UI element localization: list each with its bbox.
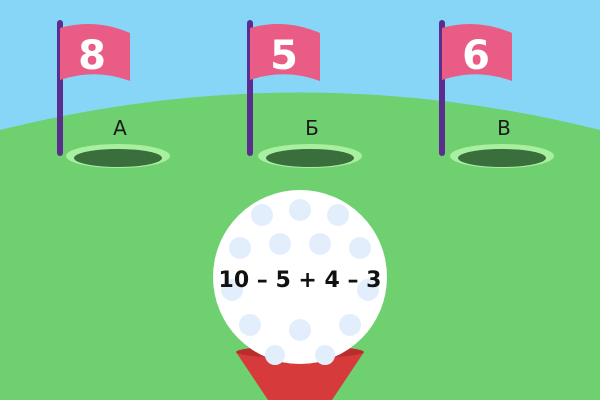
- flag-a[interactable]: [57, 20, 130, 156]
- math-problem: 10 – 5 + 4 – 3: [218, 268, 382, 293]
- flag-banner: [442, 24, 512, 81]
- flag-number-b: 5: [270, 33, 298, 79]
- golf-ball[interactable]: [213, 190, 387, 365]
- flag-banner: [250, 24, 320, 81]
- hole-cup: [266, 149, 354, 167]
- flag-banner: [60, 24, 130, 81]
- flag-c[interactable]: [439, 20, 512, 156]
- flag-number-a: 8: [78, 33, 106, 79]
- hole-cup: [74, 149, 162, 167]
- hole-letter-a: А: [113, 116, 127, 140]
- hole-cup: [458, 149, 546, 167]
- flag-number-c: 6: [462, 33, 490, 79]
- flag-b[interactable]: [247, 20, 320, 156]
- hole-letter-c: В: [497, 116, 511, 140]
- hole-c[interactable]: [450, 144, 554, 168]
- tee-cup: [236, 352, 364, 400]
- ball-dimples: [221, 199, 379, 365]
- hole-b[interactable]: [258, 144, 362, 168]
- hole-letter-b: Б: [305, 116, 319, 140]
- hole-a[interactable]: [66, 144, 170, 168]
